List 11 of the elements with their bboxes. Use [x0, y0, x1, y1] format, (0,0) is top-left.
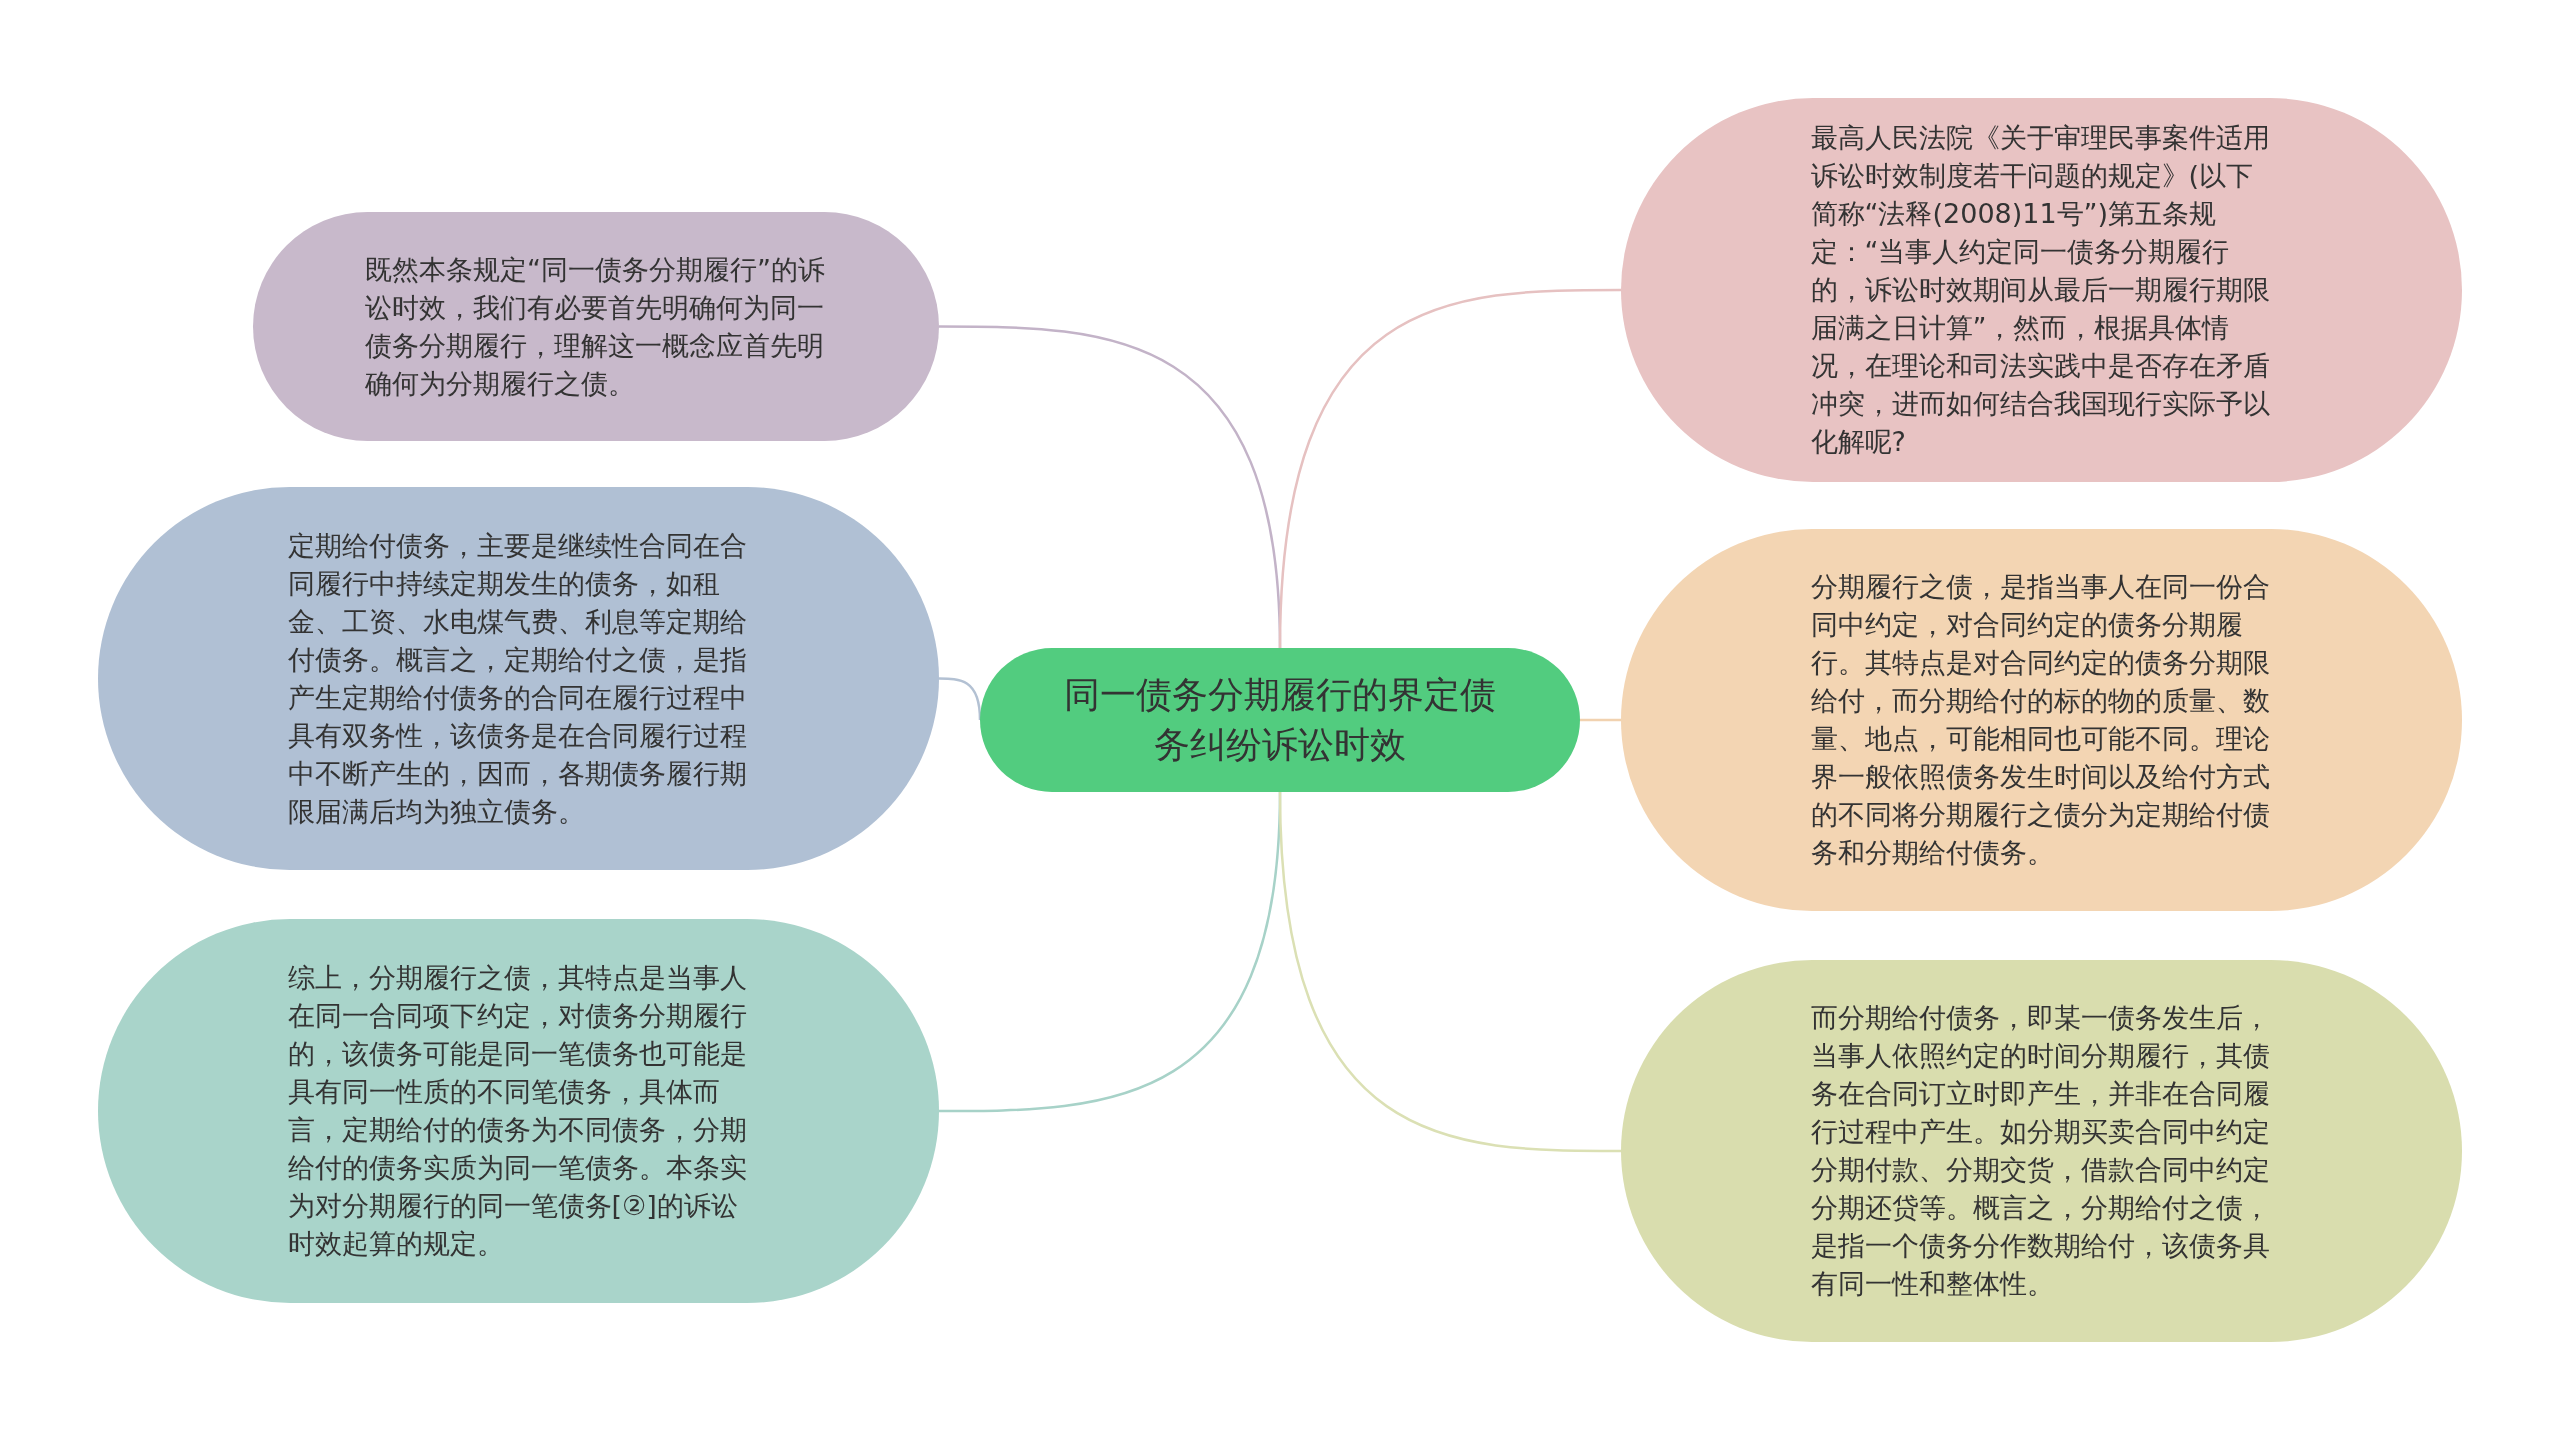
connector-line — [1580, 718, 1621, 722]
note-text: 分期履行之债，是指当事人在同一份合同中约定，对合同约定的债务分期履行。其特点是对合同约定的债务分期限给付，而分期给付的标的物的质量、数量、地点，可能相同也可能不同。理论界一般依照债务发生时间以及给付方式的不同将分期履行之债分为定期给付债务和分期给付债务。 — [1810, 570, 2271, 870]
topic-text: 同一债务分期履行的界定债务纠纷诉讼时效 — [1063, 673, 1497, 767]
note-text: 综上，分期履行之债，其特点是当事人在同一合同项下约定，对债务分期履行的，该债务可能是同一笔债务也可能是具有同一性质的不同笔债务，具体而言，定期给付的债务为不同债务，分期给付的债务实质为同一笔债务。本条实为对分期履行的同一笔债务[②]的诉讼时效起算的规定。 — [287, 961, 748, 1261]
connector-line — [1278, 791, 1621, 1153]
note-text: 定期给付债务，主要是继续性合同在合同履行中持续定期发生的债务，如租金、工资、水电煤气费、利息等定期给付债务。概言之，定期给付之债，是指产生定期给付债务的合同在履行过程中具有双务性，该债务是在合同履行过程中不断产生的，因而，各期债务履行期限届满后均为独立债务。 — [287, 528, 748, 829]
note-text: 既然本条规定“同一债务分期履行”的诉讼时效，我们有必要首先明确何为同一债务分期履行，理解这一概念应首先明确何为分期履行之债。 — [365, 252, 826, 401]
note-text: 最高人民法院《关于审理民事案件适用诉讼时效制度若干问题的规定》(以下简称“法释(2008)11号”)第五条规定：“当事人约定同一债务分期履行的，诉讼时效期间从最后一期履行期限届满之日计算”，然而，根据具体情况，在理论和司法实践中是否存在矛盾冲突，进而如何结合我国现行实际予以化解呢? — [1810, 121, 2271, 459]
connector-line — [1278, 288, 1621, 649]
connector-line — [939, 677, 982, 721]
note-text: 而分期给付债务，即某一债务发生后，当事人依照约定的时间分期履行，其债务在合同订立时即产生，并非在合同履行过程中产生。如分期买卖合同中约定分期付款、分期交货，借款合同中约定分期还贷等。概言之，分期给付之债，是指一个债务分作数期给付，该债务具有同一性和整体性。 — [1810, 1001, 2271, 1301]
